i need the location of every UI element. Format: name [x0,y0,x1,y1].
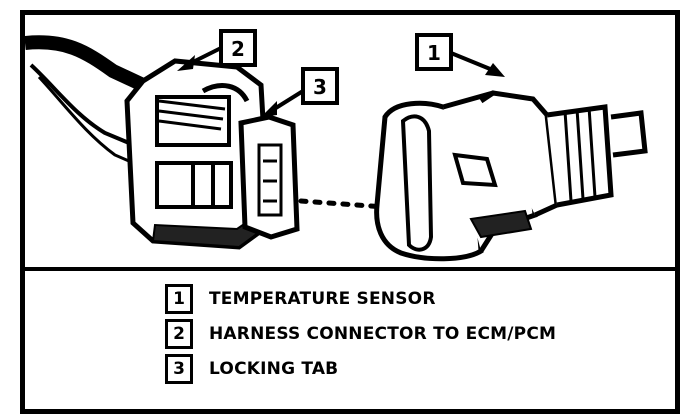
legend-label-3: LOCKING TAB [209,359,339,379]
legend-label-1: TEMPERATURE SENSOR [209,289,436,309]
legend-number-2: 2 [165,319,193,349]
legend-number-1: 1 [165,284,193,314]
locking-tab [238,114,300,240]
temperature-sensor [374,90,648,262]
figure-frame: 2 3 1 1 TEMPERATURE SENSOR 2 HARNESS CON… [20,10,680,414]
legend-row-1: 1 TEMPERATURE SENSOR [165,284,436,314]
callout-2: 2 [177,29,257,71]
callout-2-number: 2 [231,37,245,61]
alignment-dots [298,198,388,210]
legend-number-3: 3 [165,354,193,384]
callout-3: 3 [261,67,339,117]
harness-connector [124,58,272,250]
connector-illustration: 2 3 1 [25,29,675,271]
callout-1: 1 [415,33,505,77]
legend-row-2: 2 HARNESS CONNECTOR TO ECM/PCM [165,319,557,349]
callout-3-number: 3 [313,75,327,99]
legend-row-3: 3 LOCKING TAB [165,354,339,384]
harness-wires [25,35,146,163]
legend-label-2: HARNESS CONNECTOR TO ECM/PCM [209,324,557,344]
callout-1-number: 1 [427,41,441,65]
